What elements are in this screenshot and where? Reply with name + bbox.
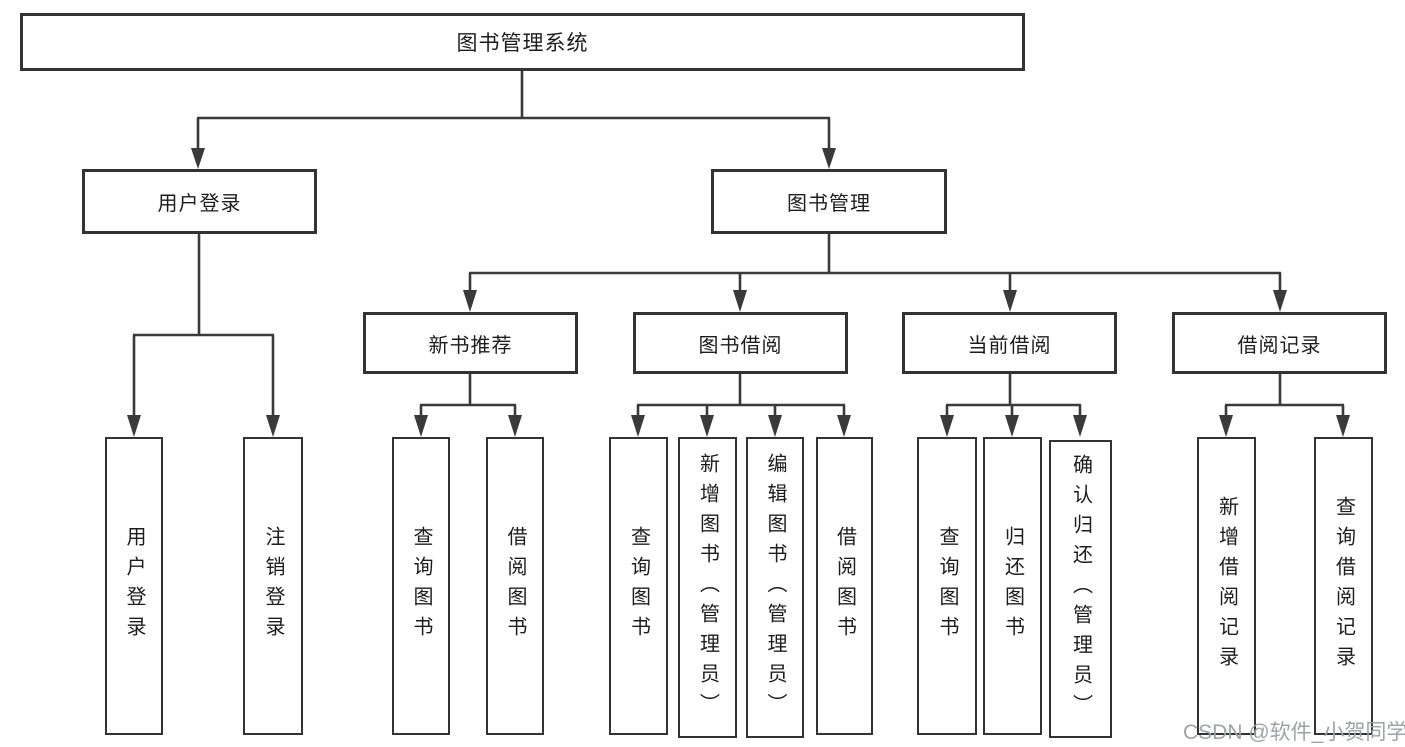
leaf-logout-login-label: 注销登录: [262, 526, 284, 646]
leaf-user-login: 用户登录: [105, 437, 163, 735]
leaf-cb-confirm-return-admin-label: 确认归还（管理员）: [1069, 454, 1092, 724]
watermark: CSDN @软件_小贺同学: [1183, 721, 1405, 744]
leaf-bb-edit-book-admin-label: 编辑图书（管理员）: [764, 452, 786, 723]
leaf-nbr-borrow-books: 借阅图书: [486, 437, 544, 735]
leaf-cb-query-books-label: 查询图书: [936, 526, 958, 646]
connector-root-to-level2: [191, 70, 836, 169]
connector-current-borrowing-to-leaves: [940, 374, 1087, 437]
leaf-cb-return-books-label: 归还图书: [1001, 526, 1024, 646]
node-user-login: 用户登录: [82, 169, 317, 234]
leaf-br-add-record: 新增借阅记录: [1197, 437, 1256, 735]
leaf-bb-edit-book-admin: 编辑图书（管理员）: [746, 437, 804, 738]
connector-user-login-to-leaves: [127, 233, 280, 437]
node-book-management: 图书管理: [711, 169, 947, 234]
connector-book-management-to-level3: [463, 233, 1287, 312]
leaf-logout-login: 注销登录: [243, 437, 303, 735]
node-book-management-label: 图书管理: [787, 193, 871, 215]
leaf-nbr-borrow-books-label: 借阅图书: [504, 526, 526, 646]
connector-book-borrowing-to-leaves: [631, 374, 851, 437]
node-borrowing-records: 借阅记录: [1172, 312, 1387, 374]
leaf-user-login-label: 用户登录: [123, 526, 145, 646]
node-borrowing-records-label: 借阅记录: [1237, 334, 1322, 357]
node-root-label: 图书管理系统: [456, 32, 589, 55]
node-book-borrowing: 图书借阅: [633, 312, 848, 374]
leaf-bb-borrow-books: 借阅图书: [816, 437, 873, 735]
leaf-bb-add-book-admin: 新增图书（管理员）: [678, 437, 737, 738]
leaf-bb-borrow-books-label: 借阅图书: [833, 526, 856, 646]
leaf-br-add-record-label: 新增借阅记录: [1215, 496, 1238, 676]
node-current-borrowing-label: 当前借阅: [967, 334, 1052, 357]
node-new-book-recommend: 新书推荐: [363, 312, 578, 374]
leaf-nbr-query-books-label: 查询图书: [410, 526, 432, 646]
node-root: 图书管理系统: [20, 13, 1025, 71]
leaf-br-query-record: 查询借阅记录: [1314, 437, 1373, 735]
connector-borrowing-records-to-leaves: [1219, 374, 1350, 437]
leaf-cb-confirm-return-admin: 确认归还（管理员）: [1049, 440, 1112, 738]
node-user-login-label: 用户登录: [157, 193, 242, 215]
leaf-bb-query-books-label: 查询图书: [627, 526, 650, 646]
leaf-nbr-query-books: 查询图书: [392, 437, 450, 735]
leaf-bb-query-books: 查询图书: [609, 437, 668, 735]
node-new-book-recommend-label: 新书推荐: [428, 334, 513, 357]
leaf-cb-query-books: 查询图书: [917, 437, 977, 735]
node-book-borrowing-label: 图书借阅: [698, 334, 783, 357]
connector-new-book-recommend-to-leaves: [414, 374, 522, 437]
leaf-bb-add-book-admin-label: 新增图书（管理员）: [696, 452, 719, 723]
leaf-br-query-record-label: 查询借阅记录: [1332, 496, 1355, 676]
leaf-cb-return-books: 归还图书: [983, 437, 1042, 735]
node-current-borrowing: 当前借阅: [902, 312, 1117, 374]
